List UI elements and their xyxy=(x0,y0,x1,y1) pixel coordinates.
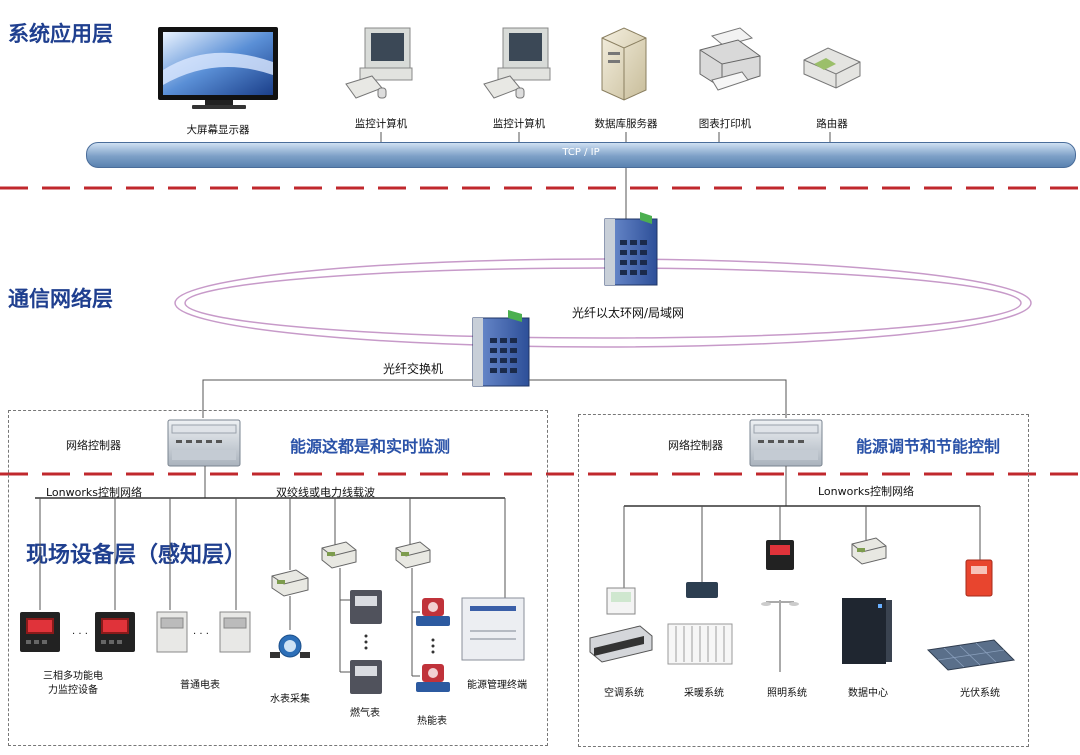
right-controller-label: 网络控制器 xyxy=(668,439,723,452)
fiber-switch-icon-main xyxy=(472,310,530,387)
device-label-database: 数据库服务器 xyxy=(594,118,658,130)
carrier-label: 双绞线或电力线载波 xyxy=(276,486,375,499)
ellipsis-meter: . . . xyxy=(193,626,209,637)
controller-box-icon-heating xyxy=(686,582,718,598)
electric-meter-icon-2 xyxy=(219,611,251,653)
server-cabinet-icon xyxy=(842,598,892,664)
left-panel-title: 能源这都是和实时监测 xyxy=(290,437,451,456)
right-network-label: Lonworks控制网络 xyxy=(818,485,914,498)
gas-meter-icon-2 xyxy=(350,660,382,694)
device-label-printer: 图表打印机 xyxy=(698,118,752,130)
layer-title-field: 现场设备层（感知层） xyxy=(26,542,247,568)
device-label-monitor-2: 监控计算机 xyxy=(492,118,546,130)
fiber-switch-icon-top xyxy=(604,212,658,286)
ring-label: 光纤以太环网/局域网 xyxy=(572,306,685,320)
power-monitor-icon-1 xyxy=(20,612,60,652)
label-gas-meter: 燃气表 xyxy=(350,708,380,719)
label-data-center: 数据中心 xyxy=(848,688,888,699)
ac-unit-icon xyxy=(589,625,653,663)
label-water-meter: 水表采集 xyxy=(270,694,310,705)
big-screen-icon xyxy=(158,27,278,109)
left-controller-label: 网络控制器 xyxy=(66,439,121,452)
label-power-monitor: 三相多功能电力监控设备 xyxy=(43,671,103,696)
left-network-label: Lonworks控制网络 xyxy=(46,486,142,499)
energy-terminal-icon xyxy=(461,597,525,661)
label-lighting-system: 照明系统 xyxy=(767,688,807,699)
ac-thermostat-icon xyxy=(606,587,636,615)
monitor-computer-icon-2 xyxy=(483,27,551,99)
power-monitor-icon-2 xyxy=(95,612,135,652)
printer-icon xyxy=(699,27,761,91)
panel-energy-monitoring xyxy=(8,410,548,746)
electric-meter-icon-1 xyxy=(156,611,188,653)
panel-energy-control xyxy=(578,414,1029,747)
network-controller-icon-right xyxy=(749,419,823,467)
switch-label: 光纤交换机 xyxy=(383,362,444,376)
monitor-computer-icon-1 xyxy=(345,27,413,99)
right-panel-title: 能源调节和节能控制 xyxy=(856,437,1001,456)
tcp-ip-bus: TCP / IP xyxy=(86,142,1076,168)
label-energy-terminal: 能源管理终端 xyxy=(467,680,527,691)
device-label-big-screen: 大屏幕显示器 xyxy=(186,124,250,136)
radiator-icon xyxy=(667,623,733,665)
label-heat-meter: 热能表 xyxy=(417,716,447,727)
water-meter-icon xyxy=(270,634,310,658)
ellipsis-power: . . . xyxy=(72,626,88,637)
label-solar-system: 光伏系统 xyxy=(960,688,1000,699)
light-controller-icon xyxy=(766,540,794,570)
data-collector-icon-heat xyxy=(395,541,431,569)
device-label-monitor-1: 监控计算机 xyxy=(354,118,408,130)
layer-title-system: 系统应用层 xyxy=(8,21,113,46)
heat-meter-icon-2 xyxy=(416,664,450,692)
street-light-icon xyxy=(761,600,799,672)
label-common-meter: 普通电表 xyxy=(180,680,220,691)
device-label-router: 路由器 xyxy=(816,118,848,130)
label-ac-system: 空调系统 xyxy=(604,688,644,699)
database-server-icon xyxy=(601,27,647,101)
label-heating-system: 采暖系统 xyxy=(684,688,724,699)
data-collector-icon-datacenter xyxy=(851,537,887,565)
heat-meter-icon-1 xyxy=(416,598,450,626)
solar-controller-icon xyxy=(965,559,993,597)
bus-label: TCP / IP xyxy=(562,147,600,158)
network-controller-icon-left xyxy=(167,419,241,467)
fiber-ring xyxy=(174,258,1032,348)
router-icon xyxy=(803,47,861,89)
data-collector-icon-gas xyxy=(321,541,357,569)
data-collector-icon-water xyxy=(271,569,309,597)
layer-title-network: 通信网络层 xyxy=(8,286,113,311)
solar-panel-icon xyxy=(926,639,1016,671)
gas-meter-icon-1 xyxy=(350,590,382,624)
